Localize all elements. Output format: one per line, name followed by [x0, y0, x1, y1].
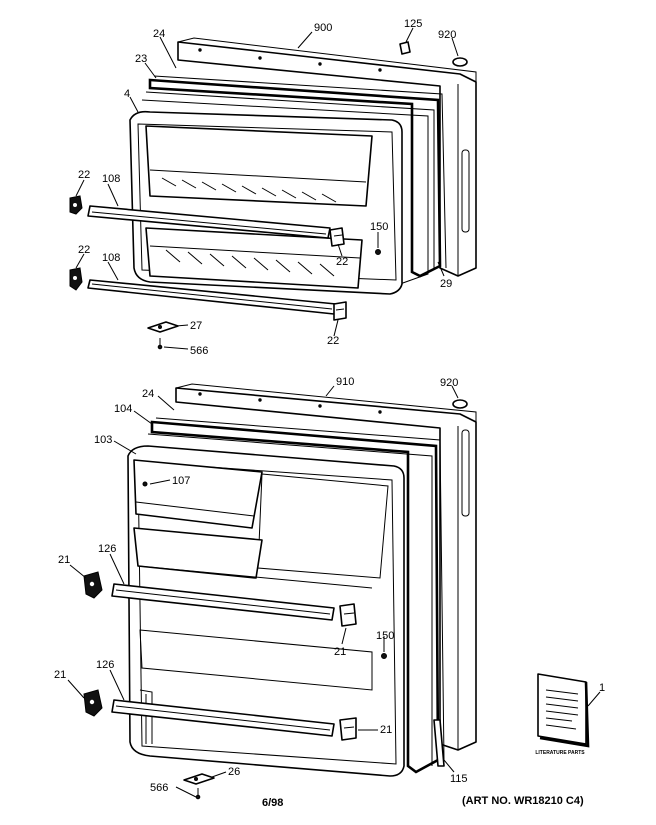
callout-103: 103: [94, 434, 112, 446]
outer-door-panel-top: [177, 37, 477, 277]
shelf-bar-126-lower: [111, 699, 335, 737]
callout-24-bot: 24: [142, 388, 154, 400]
fresh-food-door-assembly: [83, 383, 477, 800]
part-115-trim-strip: [433, 719, 445, 767]
outer-door-panel-bottom: [175, 383, 477, 751]
callout-108-b: 108: [102, 252, 120, 264]
callout-23: 23: [135, 53, 147, 65]
part-920-plug-bottom: [452, 399, 468, 409]
callout-104: 104: [114, 403, 132, 415]
callout-920-bot: 920: [440, 377, 458, 389]
callout-150-bot: 150: [376, 630, 394, 642]
callout-labels: 900 125 920 24 23 4 22 108 22 108 150 22…: [54, 18, 605, 794]
callout-900: 900: [314, 22, 332, 34]
leader-lines-bottom: [67, 385, 459, 798]
callout-125: 125: [404, 18, 422, 30]
callout-21-c: 21: [54, 669, 66, 681]
door-gasket-top: [141, 75, 447, 285]
callout-27: 27: [190, 320, 202, 332]
bar-end-cap-22-right-upper: [329, 227, 345, 247]
callout-22-c: 22: [336, 256, 348, 268]
callout-22-d: 22: [327, 335, 339, 347]
callout-22-a: 22: [78, 169, 90, 181]
callout-566-bot: 566: [150, 782, 168, 794]
part-150-screw-top: [375, 249, 381, 255]
callout-26: 26: [228, 766, 240, 778]
bar-end-cap-21-right-upper: [339, 603, 357, 627]
bar-end-cap-22-right-lower: [333, 301, 347, 321]
freezer-door-assembly: [69, 37, 477, 350]
callout-29: 29: [440, 278, 452, 290]
bar-end-cap-21-right-lower: [339, 717, 357, 741]
footer-date: 6/98: [262, 797, 283, 809]
bar-end-cap-21-left-lower: [83, 689, 103, 717]
part-26-hinge-bracket: [183, 773, 215, 785]
callout-910: 910: [336, 376, 354, 388]
callout-21-d: 21: [380, 724, 392, 736]
bar-end-cap-22-left-upper: [69, 195, 83, 215]
bar-end-cap-21-left-upper: [83, 571, 103, 599]
callout-24-top: 24: [153, 28, 165, 40]
shelf-bar-108-upper: [87, 205, 331, 239]
part-27-hinge-bracket: [147, 321, 179, 333]
callout-4: 4: [124, 88, 130, 100]
shelf-bar-126-upper: [111, 583, 335, 621]
callout-1: 1: [599, 682, 605, 694]
footer-art-number: (ART NO. WR18210 C4): [462, 795, 584, 807]
callout-21-a: 21: [58, 554, 70, 566]
callout-108-a: 108: [102, 173, 120, 185]
callout-107: 107: [172, 475, 190, 487]
callout-920-top: 920: [438, 29, 456, 41]
part-566-screw-top: [157, 338, 163, 350]
part-150-screw-bottom: [381, 653, 387, 659]
bar-end-cap-22-left-lower: [69, 267, 83, 291]
callout-21-b: 21: [334, 646, 346, 658]
literature-parts-packet: LITERATURE PARTS: [535, 673, 601, 756]
callout-150-top: 150: [370, 221, 388, 233]
part-125-clip: [399, 41, 411, 55]
callout-22-b: 22: [78, 244, 90, 256]
literature-label: LITERATURE PARTS: [535, 750, 585, 756]
door-liner-top: [129, 110, 403, 295]
callout-126-a: 126: [98, 543, 116, 555]
callout-126-b: 126: [96, 659, 114, 671]
door-gasket-bottom: [147, 417, 445, 774]
callout-115: 115: [450, 773, 468, 785]
part-566-screw-bottom: [195, 788, 201, 800]
footer: 6/98 (ART NO. WR18210 C4): [262, 795, 584, 809]
leader-lines-top: [75, 27, 459, 350]
callout-566-top: 566: [190, 345, 208, 357]
part-920-plug-top: [452, 57, 468, 67]
